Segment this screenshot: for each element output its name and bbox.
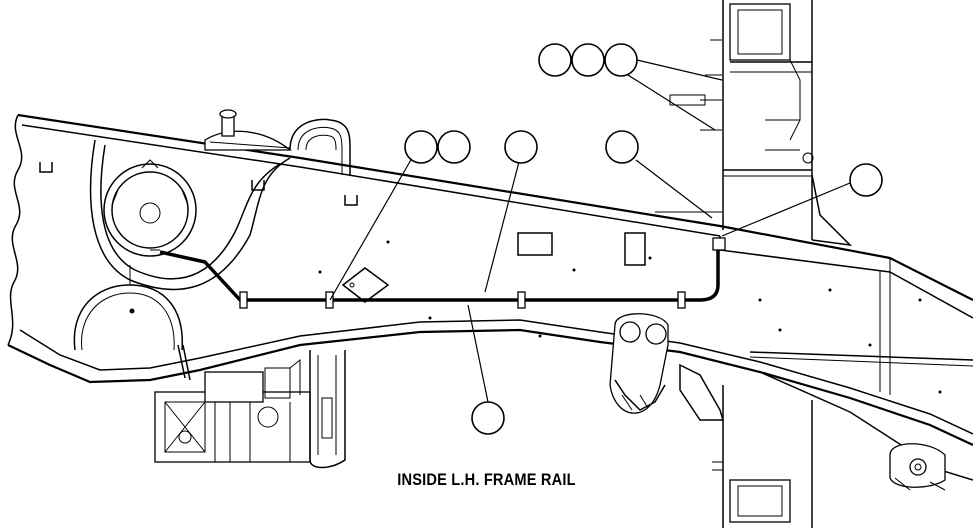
diagram-caption: INSIDE L.H. FRAME RAIL <box>397 470 576 489</box>
callout-balloons <box>404 43 883 435</box>
frame-rail <box>7 113 973 481</box>
hub-housing <box>89 139 291 291</box>
hose-loop <box>289 118 351 175</box>
hub-inner-ring <box>111 171 189 249</box>
callout-5 <box>437 130 471 164</box>
spring-hanger <box>609 313 669 414</box>
callout-7 <box>605 130 639 164</box>
top-mount <box>204 109 292 151</box>
lower-tower <box>712 385 813 528</box>
leader-lines <box>329 59 851 403</box>
callout-1 <box>538 43 572 77</box>
lower-block <box>679 363 725 421</box>
hub-outer-ring <box>103 163 197 257</box>
bracket-mark-2 <box>251 180 265 191</box>
callout-9 <box>471 401 505 435</box>
callout-2 <box>571 43 605 77</box>
callout-3 <box>604 43 638 77</box>
crossmember-tower <box>655 0 853 247</box>
callout-8 <box>849 163 883 197</box>
gearbox-module <box>154 344 311 463</box>
lower-pipes <box>309 350 346 469</box>
shackle-assembly <box>889 443 946 491</box>
rail-plate-1 <box>517 232 553 256</box>
lower-cutout <box>73 284 184 351</box>
rail-plate-2 <box>624 232 646 266</box>
bracket-mark-3 <box>344 195 358 206</box>
break-line <box>7 114 23 346</box>
diamond-bracket <box>341 267 390 303</box>
callout-4 <box>404 130 438 164</box>
harness-clips <box>239 237 726 309</box>
wiring-harness <box>159 240 720 302</box>
callout-6 <box>504 130 538 164</box>
rivet-dots <box>318 240 942 394</box>
bracket-mark-1 <box>39 162 53 173</box>
